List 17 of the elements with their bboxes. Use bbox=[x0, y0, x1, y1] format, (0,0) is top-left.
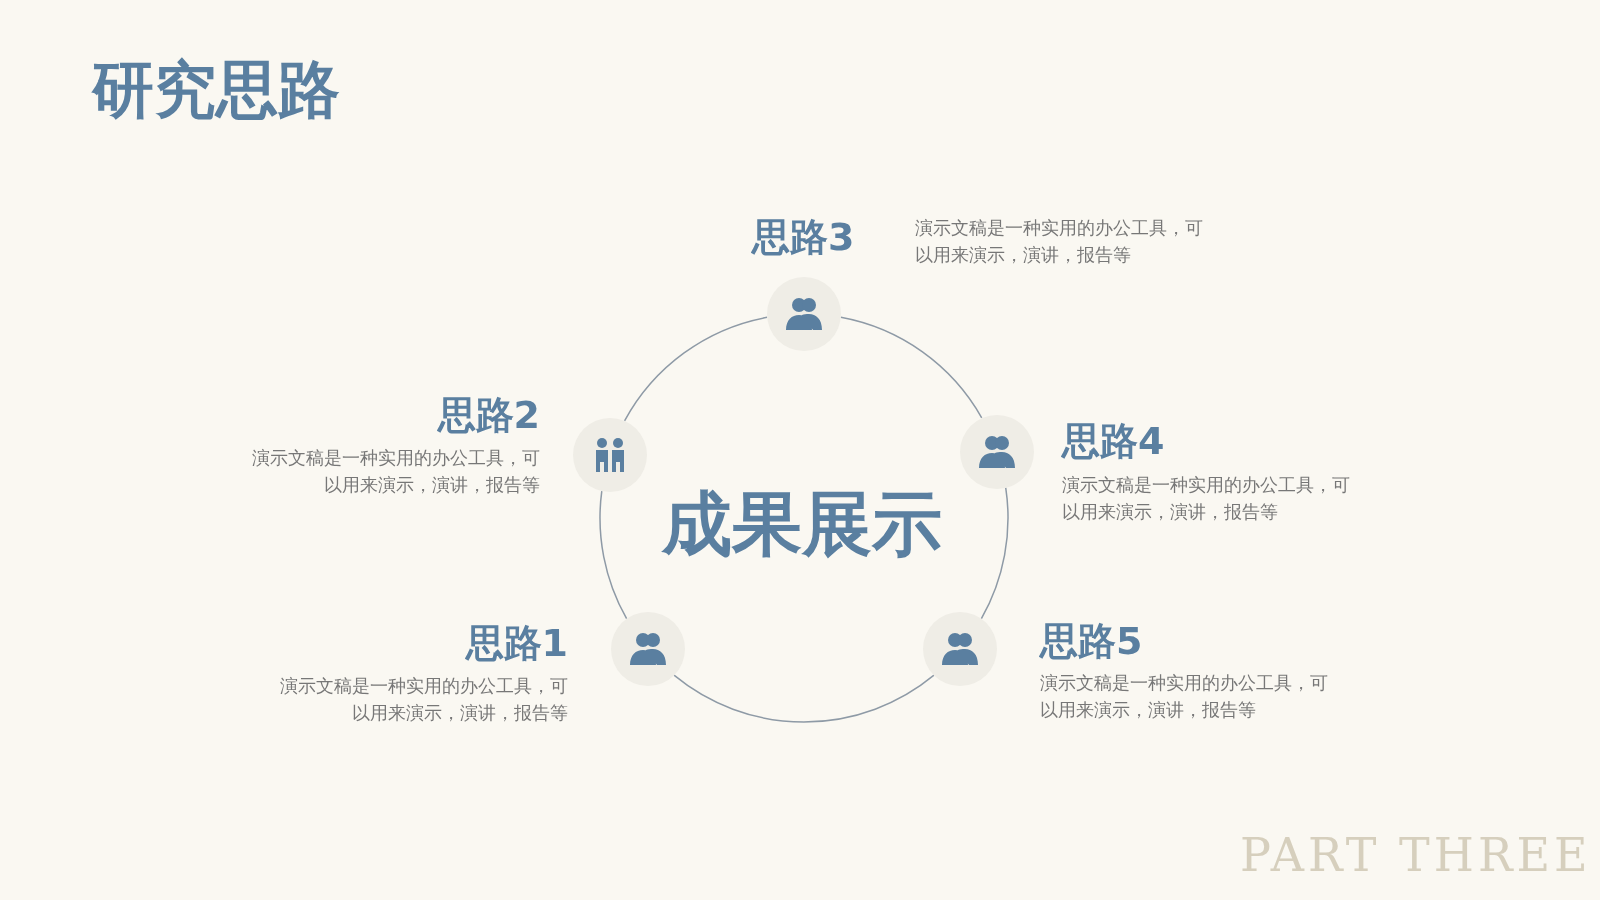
node-heading: 思路2 bbox=[437, 392, 540, 439]
node-heading: 思路1 bbox=[465, 620, 568, 667]
node-heading: 思路4 bbox=[1062, 418, 1165, 465]
slide-title: 研究思路 bbox=[92, 52, 340, 128]
ring-arc bbox=[980, 486, 1009, 620]
node-description: 演示文稿是一种实用的办公工具，可以用来演示，演讲，报告等 bbox=[251, 446, 540, 497]
node-description: 演示文稿是一种实用的办公工具，可以用来演示，演讲，报告等 bbox=[1062, 473, 1351, 524]
node-description: 演示文稿是一种实用的办公工具，可以用来演示，演讲，报告等 bbox=[279, 674, 568, 725]
node-description: 演示文稿是一种实用的办公工具，可以用来演示，演讲，报告等 bbox=[1040, 671, 1329, 722]
node-description: 演示文稿是一种实用的办公工具，可以用来演示，演讲，报告等 bbox=[915, 216, 1204, 267]
node-heading: 思路5 bbox=[1040, 618, 1143, 665]
ring-arc bbox=[840, 316, 983, 419]
node-heading: 思路3 bbox=[752, 214, 855, 261]
ring-arc bbox=[623, 316, 768, 422]
center-heading: 成果展示 bbox=[662, 482, 942, 567]
ring-arc bbox=[673, 674, 935, 723]
ring-arc bbox=[599, 490, 628, 620]
